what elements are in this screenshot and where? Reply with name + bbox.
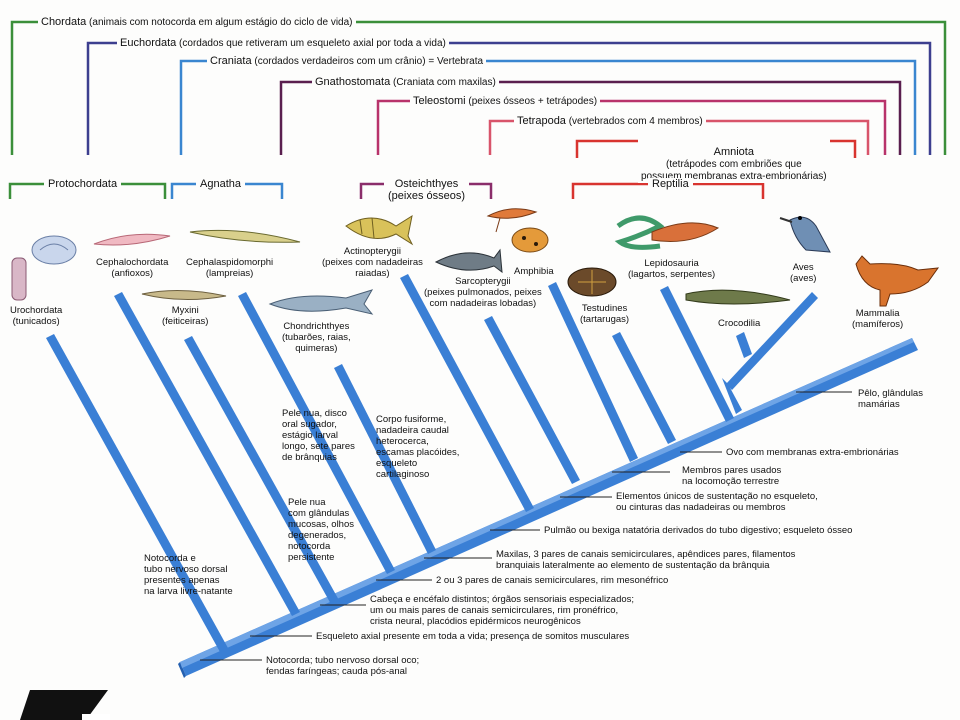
perch-illustration <box>345 214 414 246</box>
chordata-name: Chordata <box>41 16 87 28</box>
osteichthyes-label: Osteichthyes (peixes ósseos) <box>384 178 470 202</box>
trait-elementos: Elementos únicos de sustentação no esque… <box>616 491 818 513</box>
chordata-bracket <box>10 20 947 155</box>
trait-pulmao: Pulmão ou bexiga natatória derivados do … <box>544 525 853 536</box>
urochordata-label: Urochordata (tunicados) <box>10 305 63 327</box>
branch-archosaur <box>722 378 742 414</box>
sarcopterygii-label: Sarcopterygii (peixes pulmonados, peixes… <box>424 276 542 309</box>
reptilia-label: Reptilia <box>648 178 693 190</box>
trait-cabeca: Cabeça e encéfalo distintos; órgãos sens… <box>370 594 635 627</box>
coelacanth-illustration <box>434 248 503 274</box>
craniata-bracket <box>179 59 917 155</box>
gnathostomata-bracket <box>279 80 902 155</box>
crocodile-illustration <box>685 289 791 305</box>
trait-esqueleto-axial: Esqueleto axial presente em toda a vida;… <box>316 631 630 642</box>
trait-leaders <box>200 391 852 661</box>
amphibia-label: Amphibia <box>514 266 554 277</box>
trait-pele-nua-glandulas: Pele nua com glândulas mucosas, olhos de… <box>288 497 355 563</box>
trait-pelo: Pêlo, glândulas mamárias <box>858 388 923 410</box>
branch-sarcopterygii <box>484 316 580 484</box>
gnathostomata-header: Gnathostomata (Craniata com maxilas) <box>312 76 499 89</box>
crocodilia-label: Crocodilia <box>718 318 761 329</box>
lamprey-illustration <box>189 229 301 243</box>
cephalochordata-label: Cephalochordata (anfioxos) <box>96 257 169 279</box>
amphioxus-illustration <box>93 233 171 246</box>
hagfish-illustration <box>141 289 227 301</box>
trait-notocorda-larva: Notocorda e tubo nervoso dorsal presente… <box>144 553 233 597</box>
tree-branches <box>46 274 918 678</box>
trait-membros: Membros pares usados na locomoção terres… <box>682 465 782 487</box>
euchordata-name: Euchordata <box>120 37 177 49</box>
lizard-snake-illustration <box>614 215 720 250</box>
kingfisher-illustration <box>779 216 831 253</box>
branch-lepidosauria <box>660 286 734 422</box>
tetrapoda-header: Tetrapoda (vertebrados com 4 membros) <box>514 115 706 128</box>
corner-decoration <box>20 690 110 720</box>
branch-testudines <box>612 332 676 444</box>
teleostomi-desc: (peixes ósseos + tetrápodes) <box>468 96 598 107</box>
mammalia-label: Mammalia (mamíferos) <box>852 308 904 330</box>
tetrapoda-desc: (vertebrados com 4 membros) <box>568 116 703 127</box>
teleostomi-bracket <box>376 99 887 155</box>
chondrichthyes-label: Chondrichthyes (tubarões, raias, quimera… <box>282 321 351 354</box>
teleostomi-header: Teleostomi (peixes ósseos + tetrápodes) <box>410 95 601 108</box>
craniata-header: Craniata (cordados verdadeiros com um cr… <box>207 55 487 68</box>
branch-urochordata <box>46 334 228 652</box>
euchordata-bracket <box>86 41 932 155</box>
branch-actinopterygii <box>400 274 534 512</box>
aves-label: Aves (aves) <box>790 262 817 284</box>
trait-pele-nua-disco: Pele nua, disco oral sugador, estágio la… <box>282 408 355 463</box>
trunk-branch-top <box>178 662 186 678</box>
branch-chondrichthyes <box>334 364 436 554</box>
trait-canais: 2 ou 3 pares de canais semicirculares, r… <box>436 575 669 586</box>
teleostomi-name: Teleostomi <box>413 95 466 107</box>
amniota-desc: (tetrápodes com embriões que possuem mem… <box>641 159 827 182</box>
tetrapoda-name: Tetrapoda <box>517 115 566 127</box>
gnathostomata-desc: (Craniata com maxilas) <box>393 77 496 88</box>
trait-maxilas: Maxilas, 3 pares de canais semicirculare… <box>496 549 796 571</box>
myxini-label: Myxini (feiticeiras) <box>162 305 209 327</box>
branch-amphibia <box>548 282 638 462</box>
agnatha-label: Agnatha <box>196 178 245 190</box>
euchordata-desc: (cordados que retiveram um esqueleto axi… <box>179 38 446 49</box>
trunk-branch <box>180 338 918 676</box>
tunicate-illustration <box>11 235 77 301</box>
branch-crocodilia <box>736 332 752 358</box>
amniota-name: Amniota <box>713 146 754 158</box>
cephalaspidomorphi-label: Cephalaspidomorphi (lampreias) <box>186 257 274 279</box>
chordata-header: Chordata (animais com notocorda em algum… <box>38 16 356 29</box>
trait-notocorda-base: Notocorda; tubo nervoso dorsal oco; fend… <box>266 655 420 677</box>
craniata-name: Craniata <box>210 55 252 67</box>
branch-cephalochordata <box>114 292 300 616</box>
turtle-illustration <box>567 267 617 297</box>
frog-illustration <box>511 227 549 253</box>
shark-illustration <box>268 289 374 315</box>
trait-corpo-fusiforme: Corpo fusiforme, nadadeira caudal hetero… <box>376 414 460 480</box>
protochordata-label: Protochordata <box>44 178 122 190</box>
euchordata-header: Euchordata (cordados que retiveram um es… <box>117 37 449 50</box>
craniata-desc: (cordados verdadeiros com um crânio) = V… <box>254 56 484 67</box>
salamander-illustration <box>486 208 538 233</box>
trait-ovo: Ovo com membranas extra-embrionárias <box>726 447 899 458</box>
branch-aves <box>726 292 818 390</box>
chordata-desc: (animais com notocorda em algum estágio … <box>89 17 353 28</box>
branch-cephalaspidomorphi <box>238 292 395 574</box>
actinopterygii-label: Actinopterygii (peixes com nadadeiras ra… <box>322 246 423 279</box>
lepidosauria-label: Lepidosauria (lagartos, serpentes) <box>628 258 716 280</box>
branch-myxini <box>184 336 340 606</box>
amniota-header: Amniota (tetrápodes com embriões que pos… <box>638 134 830 183</box>
fox-illustration <box>855 255 940 307</box>
testudines-label: Testudines (tartarugas) <box>580 303 630 325</box>
gnathostomata-name: Gnathostomata <box>315 76 391 88</box>
